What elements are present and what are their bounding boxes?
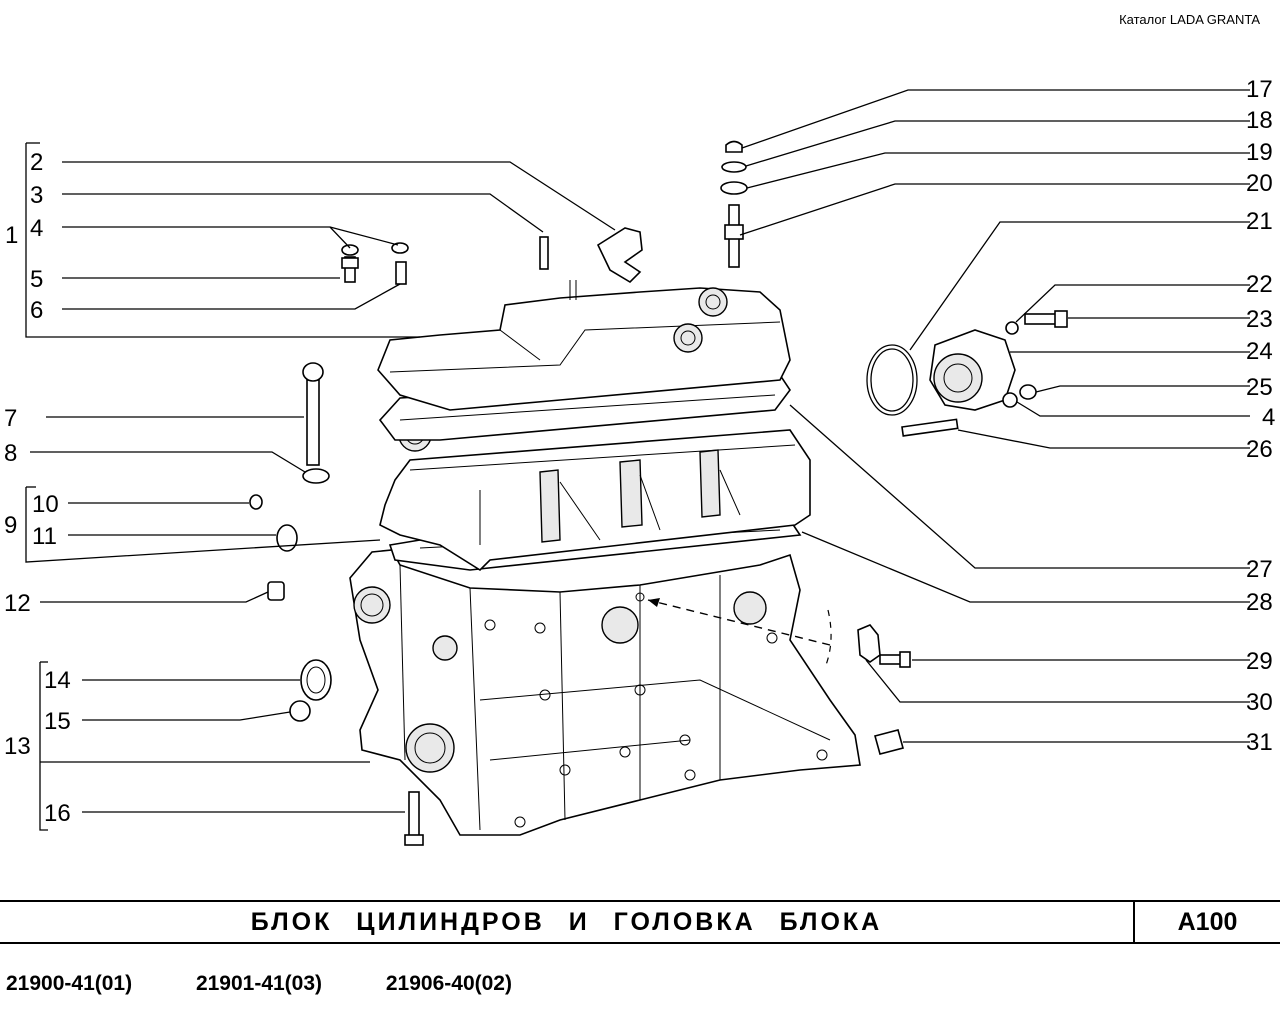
diagram-title: БЛОК ЦИЛИНДРОВ И ГОЛОВКА БЛОКА — [250, 908, 883, 936]
page-code: A100 — [1177, 908, 1238, 936]
callout-13: 13 — [4, 733, 31, 760]
callout-5: 5 — [30, 266, 43, 293]
callout-21: 21 — [1246, 208, 1273, 235]
callout-11: 11 — [32, 523, 57, 550]
callout-20: 20 — [1246, 170, 1273, 197]
callout-22: 22 — [1246, 271, 1273, 298]
callout-30: 30 — [1246, 689, 1273, 716]
title-bar: БЛОК ЦИЛИНДРОВ И ГОЛОВКА БЛОКА A100 — [0, 900, 1280, 944]
small-parts — [249, 140, 1068, 846]
callout-4b: 4 — [1262, 404, 1275, 431]
model-codes: 21900-41(01) 21901-41(03) 21906-40(02) — [6, 972, 570, 996]
callout-25: 25 — [1246, 374, 1273, 401]
callout-28: 28 — [1246, 589, 1273, 616]
callout-2: 2 — [30, 149, 43, 176]
callout-17: 17 — [1246, 76, 1273, 103]
callout-7: 7 — [4, 405, 17, 432]
callout-labels: 1 2 3 4 5 6 7 8 9 10 11 12 13 14 15 16 1… — [4, 76, 1275, 827]
callout-27: 27 — [1246, 556, 1273, 583]
callout-23: 23 — [1246, 306, 1273, 333]
callout-19: 19 — [1246, 139, 1273, 166]
callout-16: 16 — [44, 800, 71, 827]
callout-15: 15 — [44, 708, 71, 735]
callout-14: 14 — [44, 667, 71, 694]
callout-24: 24 — [1246, 338, 1273, 365]
callout-1: 1 — [5, 222, 18, 249]
exploded-diagram: 1 2 3 4 5 6 7 8 9 10 11 12 13 14 15 16 1… — [4, 76, 1275, 846]
callout-9: 9 — [4, 512, 17, 539]
callout-12: 12 — [4, 590, 31, 617]
catalog-title: Каталог LADA GRANTA — [1119, 12, 1260, 27]
model-code: 21900-41(01) — [6, 972, 133, 995]
callout-8: 8 — [4, 440, 17, 467]
callout-3: 3 — [30, 182, 43, 209]
model-code: 21901-41(03) — [195, 972, 323, 995]
callout-26: 26 — [1246, 436, 1273, 463]
callout-6: 6 — [30, 297, 43, 324]
model-code: 21906-40(02) — [385, 972, 512, 995]
engine-illustration — [349, 280, 861, 836]
callout-4: 4 — [30, 215, 43, 242]
leader-lines — [25, 89, 1250, 831]
callout-31: 31 — [1246, 729, 1273, 756]
callout-10: 10 — [32, 491, 59, 518]
callout-18: 18 — [1246, 107, 1273, 134]
callout-29: 29 — [1246, 648, 1273, 675]
title-divider — [1133, 902, 1135, 942]
